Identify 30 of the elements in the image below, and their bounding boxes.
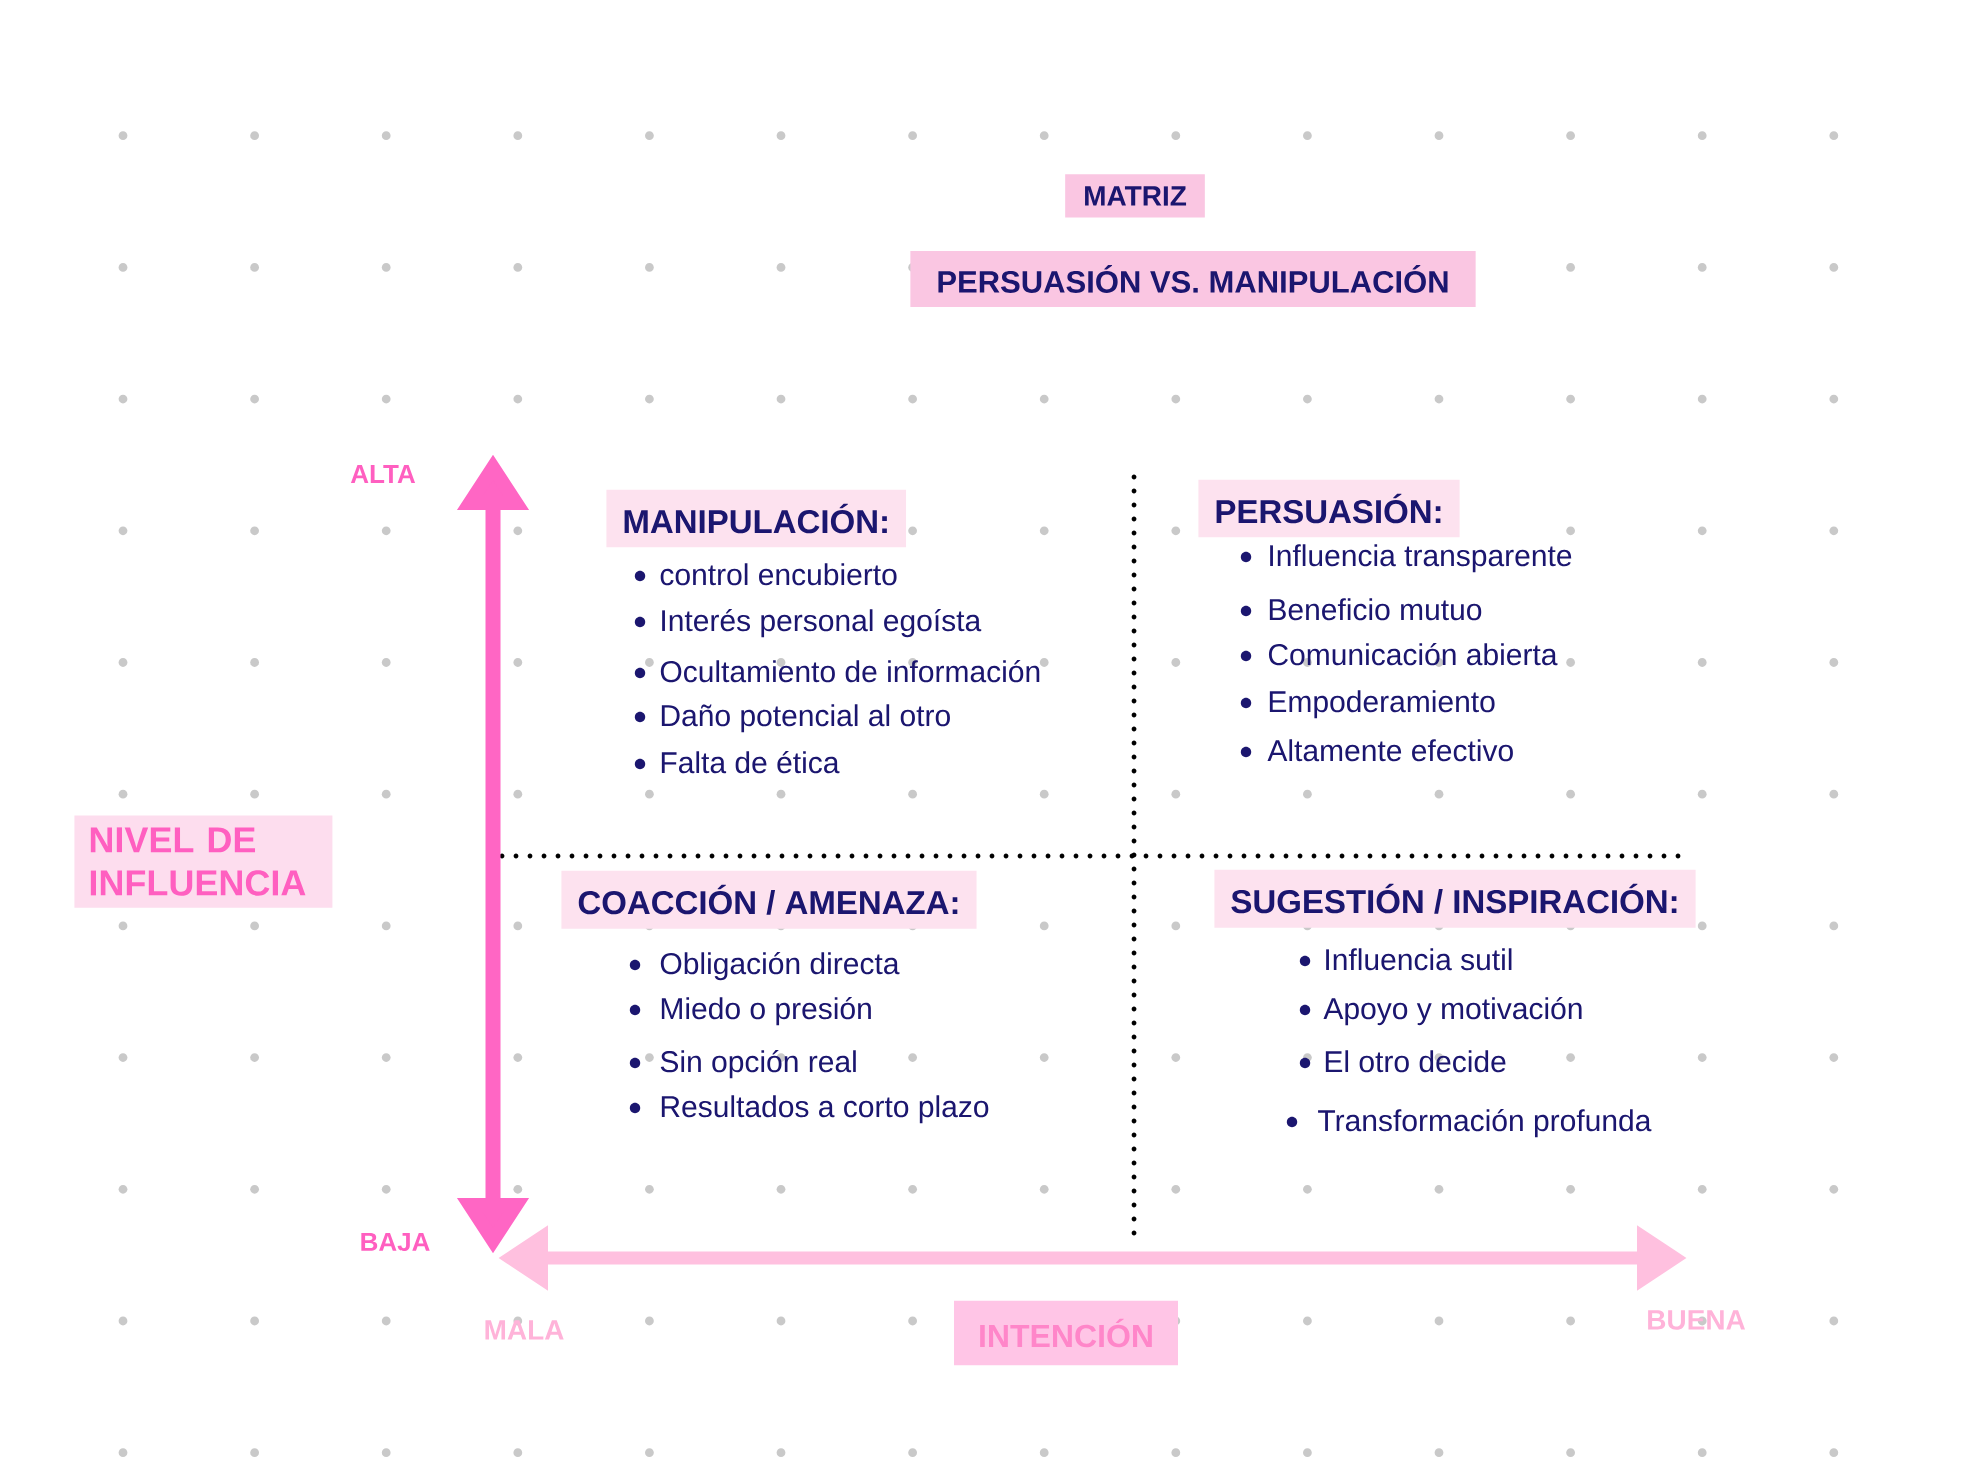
- list-item: Transformación profunda: [1318, 1108, 1652, 1138]
- list-item: Empoderamiento: [1269, 690, 1495, 719]
- list-item: Comunicación abierta: [1268, 642, 1558, 666]
- list-item: control encubierto: [660, 563, 897, 586]
- axis-title: INTENCIÓN: [954, 1300, 1178, 1366]
- axis-label: MALA: [485, 1320, 564, 1340]
- axis-label: BAJA: [361, 1232, 430, 1252]
- subtitle: PERSUASIÓN VS. MANIPULACIÓN: [910, 251, 1476, 307]
- list-item: Interés personal egoísta: [662, 608, 982, 638]
- axis-title: NIVEL DE INFLUENCIA: [74, 815, 333, 908]
- axis-label: ALTA: [350, 465, 416, 483]
- axis-label: BUENA: [1648, 1310, 1746, 1330]
- list-item: El otro decide: [1325, 1050, 1506, 1073]
- list-item: Beneficio mutuo: [1269, 598, 1482, 621]
- quadrant-heading: MANIPULACIÓN:: [606, 489, 907, 548]
- list-item: Miedo o presión: [661, 996, 871, 1026]
- list-item: Influencia sutil: [1326, 948, 1512, 971]
- list-item: Obligación directa: [660, 951, 900, 981]
- list-item: Falta de ética: [661, 750, 840, 774]
- list-item: Daño potencial al otro: [661, 704, 950, 733]
- list-item: Apoyo y motivación: [1323, 996, 1582, 1026]
- list-item: Altamente efectivo: [1267, 739, 1513, 762]
- list-item: Sin opción real: [660, 1049, 856, 1079]
- list-item: Resultados a corto plazo: [661, 1095, 989, 1124]
- quadrant-heading: SUGESTIÓN / INSPIRACIÓN:: [1214, 869, 1696, 928]
- list-item: Influencia transparente: [1270, 544, 1572, 573]
- quadrant-heading: PERSUASIÓN:: [1198, 479, 1460, 538]
- quadrant-heading: COACCIÓN / AMENAZA:: [561, 870, 977, 929]
- title: MATRIZ: [1065, 174, 1205, 218]
- list-item: Ocultamiento de información: [660, 659, 1040, 683]
